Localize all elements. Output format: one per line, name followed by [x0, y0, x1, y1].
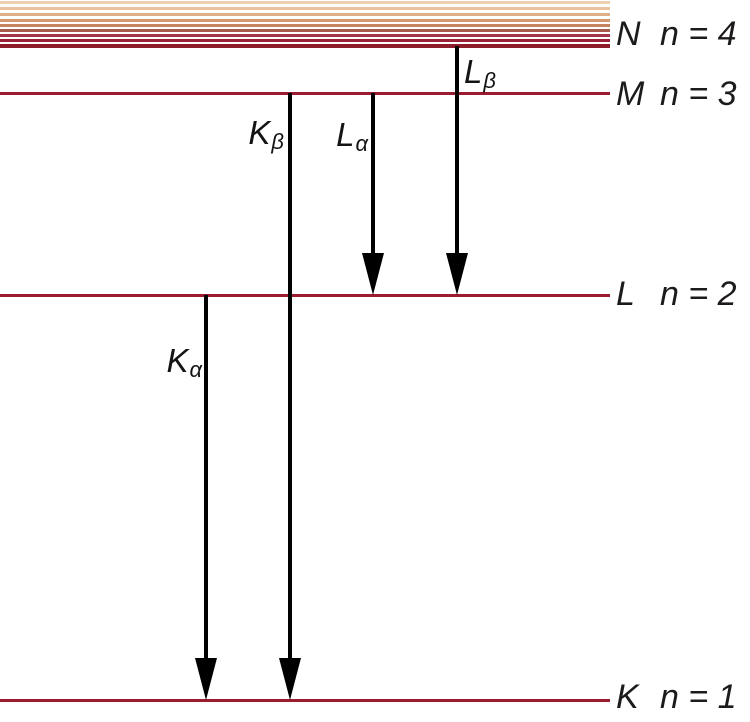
k-alpha-arrowhead-icon [195, 658, 217, 700]
k-alpha-label-sub: α [189, 357, 202, 382]
k-beta-arrow-shaft [288, 93, 292, 661]
high-n-level-line [0, 1, 610, 4]
high-n-level-line [0, 13, 610, 16]
k-alpha-label: Kα [146, 342, 202, 381]
high-n-level-line [0, 24, 610, 27]
shell-letter-l: L [616, 275, 635, 313]
high-n-level-line [0, 19, 610, 22]
level-line-n1 [0, 699, 610, 702]
shell-label-k: K n = 1 [616, 680, 737, 714]
high-n-level-line [0, 34, 610, 37]
l-beta-label-main: L [464, 53, 483, 90]
level-line-n4 [0, 44, 610, 48]
l-alpha-label: Lα [312, 116, 368, 155]
l-beta-label-sub: β [483, 68, 496, 93]
l-alpha-label-main: L [336, 116, 355, 153]
k-beta-label-sub: β [271, 129, 284, 154]
shell-n-value-4: n = 4 [660, 15, 737, 53]
shell-label-n: N n = 4 [616, 17, 737, 51]
high-n-level-line [0, 29, 610, 32]
shell-label-l: L n = 2 [616, 277, 737, 311]
l-alpha-arrow-shaft [371, 93, 375, 256]
l-alpha-label-sub: α [355, 131, 368, 156]
l-beta-arrowhead-icon [446, 253, 468, 295]
shell-n-value-1: n = 1 [660, 678, 737, 716]
k-beta-label: Kβ [228, 114, 284, 153]
k-alpha-label-main: K [166, 342, 189, 379]
l-beta-label: Lβ [464, 53, 496, 92]
shell-n-value-3: n = 3 [660, 75, 737, 113]
shell-label-m: M n = 3 [616, 77, 737, 111]
shell-letter-m: M [616, 75, 645, 113]
shell-letter-k: K [616, 678, 639, 716]
shell-letter-n: N [616, 15, 641, 53]
high-n-level-line [0, 39, 610, 42]
level-line-n2 [0, 294, 610, 297]
level-line-n3 [0, 92, 610, 95]
shell-n-value-2: n = 2 [660, 275, 737, 313]
k-beta-label-main: K [248, 114, 271, 151]
l-alpha-arrowhead-icon [362, 253, 384, 295]
k-beta-arrowhead-icon [279, 658, 301, 700]
high-n-level-line [0, 7, 610, 10]
k-alpha-arrow-shaft [204, 295, 208, 661]
l-beta-arrow-shaft [455, 46, 459, 256]
